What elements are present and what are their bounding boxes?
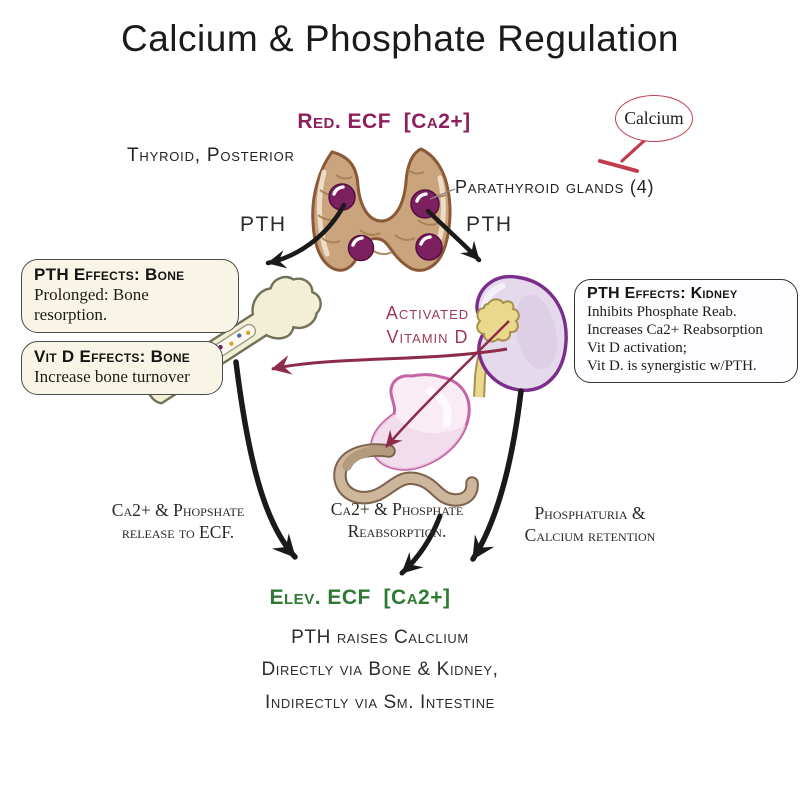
box-title: PTH Effects: Bone [34,265,185,284]
gut-reabsorption-line1: Ca2+ & Phosphate [330,499,464,519]
kidney-retention-line1: Phosphaturia & [534,503,646,523]
box-title: PTH Effects: Kidney [587,285,738,302]
box-title: Vit D Effects: Bone [34,347,191,366]
box-body: Increase bone turnover [34,367,190,386]
pth-label-right: PTH [466,213,513,236]
activated-vitamin-d-line1: Activated [385,303,470,323]
small-intestine-illustration [333,443,479,507]
calcium-inhibition-tbar [598,138,647,173]
bone-release-line1: Ca2+ & Phopshate [111,500,245,520]
kidney-retention-line2: Calcium retention [524,524,656,545]
box-body-line: Increases Ca2+ Reabsorption [587,322,763,338]
pth-arrow-to-bone [265,202,347,269]
parathyroid-highlights [332,185,432,247]
activated-vitamin-d-line2: Vitamin D [386,327,469,348]
parathyroid-pointer-line [429,188,456,200]
summary-text: PTH raises Calclium Directly via Bone & … [200,622,560,719]
kidney-retention-label: Phosphaturia & Calcium retention [490,503,690,547]
parathyroid-glands-label: Parathyroid glands (4) [455,177,655,197]
box-body-line: Inhibits Phosphate Reab. [587,304,737,320]
box-body: Prolonged: Bone resorption. [34,285,149,324]
gut-reabsorption-line2: Reabsorption. [347,520,447,541]
calcium-bubble: Calcium [615,95,693,142]
renal-pelvis [476,298,520,343]
bone-release-line2: release to ECF. [121,521,235,542]
bone-to-ecf-arrow [233,359,298,560]
thyroid-gland-illustration [311,147,452,272]
gut-reabsorption-label: Ca2+ & Phosphate Reabsorption. [297,499,497,543]
page-title: Calcium & Phosphate Regulation [121,18,679,59]
bone-release-label: Ca2+ & Phopshate release to ECF. [78,500,278,544]
vitd-effects-bone-box: Vit D Effects: Bone Increase bone turnov… [21,341,223,395]
pth-effects-bone-box: PTH Effects: Bone Prolonged: Bone resorp… [21,259,239,333]
gut-to-ecf-arrow [399,513,443,576]
thyroid-posterior-label: Thyroid, Posterior [127,145,295,166]
pth-label-left: PTH [240,213,287,236]
box-body-line: Vit D activation; [587,340,687,356]
pth-arrow-to-kidney [425,208,482,263]
pth-effects-kidney-box: PTH Effects: Kidney Inhibits Phosphate R… [574,279,798,383]
kidney-to-ecf-arrow [470,388,524,562]
summary-line3: Indirectly via Sm. Intestine [265,691,495,713]
vitd-arrow-to-intestine [385,320,510,448]
summary-line2: Directly via Bone & Kidney, [261,659,499,681]
elevated-ecf-calcium-label: Elev. ECF [Ca2+] [269,586,451,609]
box-body-line: Vit D. is synergistic w/PTH. [587,358,757,374]
activated-vitamin-d-label: Activated Vitamin D [360,301,495,350]
summary-line1: PTH raises Calclium [291,627,469,648]
kidney-illustration [473,274,568,398]
reduced-ecf-calcium-label: Red. ECF [Ca2+] [297,110,471,133]
